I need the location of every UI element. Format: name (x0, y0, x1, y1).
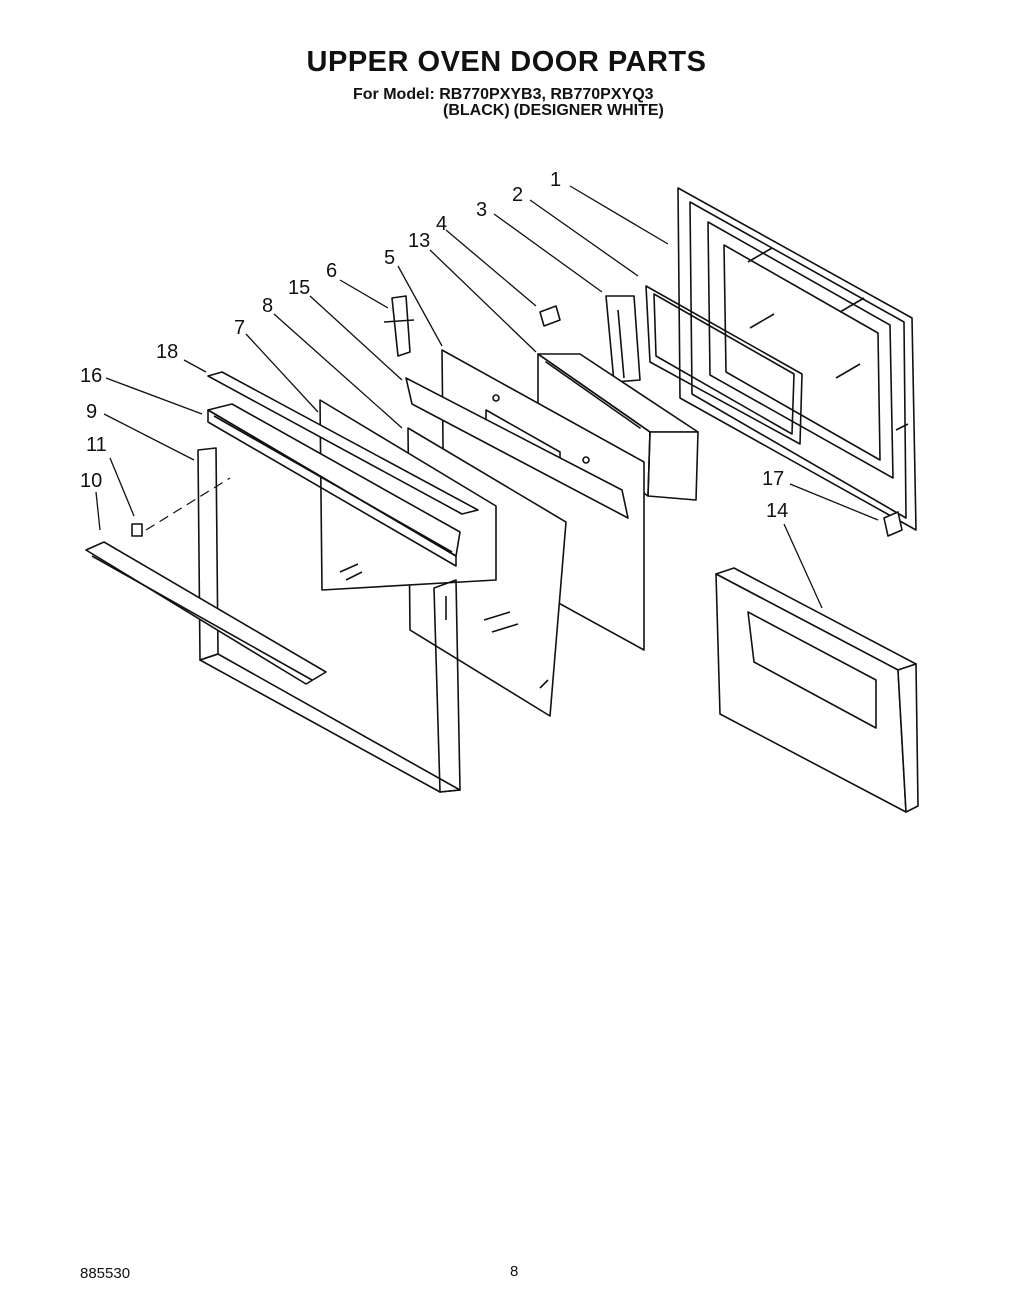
callout-15: 15 (288, 277, 310, 299)
part-17-block (883, 511, 903, 537)
model-line: For Model: RB770PXYB3, RB770PXYQ3 (353, 86, 654, 103)
callout-18: 18 (156, 341, 178, 363)
callout-9: 9 (86, 401, 97, 423)
part-11-clip (131, 523, 143, 537)
part-2-wire-frame (645, 285, 803, 445)
alignment-line (145, 477, 231, 531)
document-number: 885530 (80, 1265, 131, 1282)
callout-labels: 1 2 3 4 13 5 6 15 8 7 18 16 9 11 10 17 1… (80, 169, 788, 522)
callout-11: 11 (86, 434, 107, 456)
callout-16: 16 (80, 365, 102, 387)
part-6-bracket (383, 295, 415, 357)
callout-14: 14 (766, 500, 788, 522)
part-3-hinge-channel (605, 295, 641, 383)
part-15-heat-shield (405, 377, 629, 519)
page-title: UPPER OVEN DOOR PARTS (306, 46, 707, 78)
leader-lines (95, 185, 879, 609)
part-18-top-trim (207, 371, 479, 515)
callout-3: 3 (476, 199, 487, 221)
part-16-vent-trim (207, 403, 461, 567)
page-number: 8 (510, 1263, 519, 1280)
callout-13: 13 (408, 230, 430, 252)
callout-5: 5 (384, 247, 395, 269)
callout-17: 17 (762, 468, 784, 490)
part-10-handle (85, 541, 327, 685)
color-designer-white: (DESIGNER WHITE) (513, 102, 664, 119)
callout-1: 1 (550, 169, 561, 191)
part-14-insulation-gasket (715, 567, 919, 813)
color-variants: (BLACK)(DESIGNER WHITE) (443, 102, 668, 120)
part-4-clip (539, 305, 561, 327)
part-13-insulation-box (537, 353, 699, 501)
callout-7: 7 (234, 317, 245, 339)
callout-4: 4 (436, 213, 447, 235)
callout-6: 6 (326, 260, 337, 282)
callout-8: 8 (262, 295, 273, 317)
callout-2: 2 (512, 184, 523, 206)
part-9-outer-frame (197, 447, 461, 793)
part-1-inner-door-panel (677, 187, 917, 531)
callout-10: 10 (80, 470, 102, 492)
color-black: (BLACK) (443, 102, 510, 119)
